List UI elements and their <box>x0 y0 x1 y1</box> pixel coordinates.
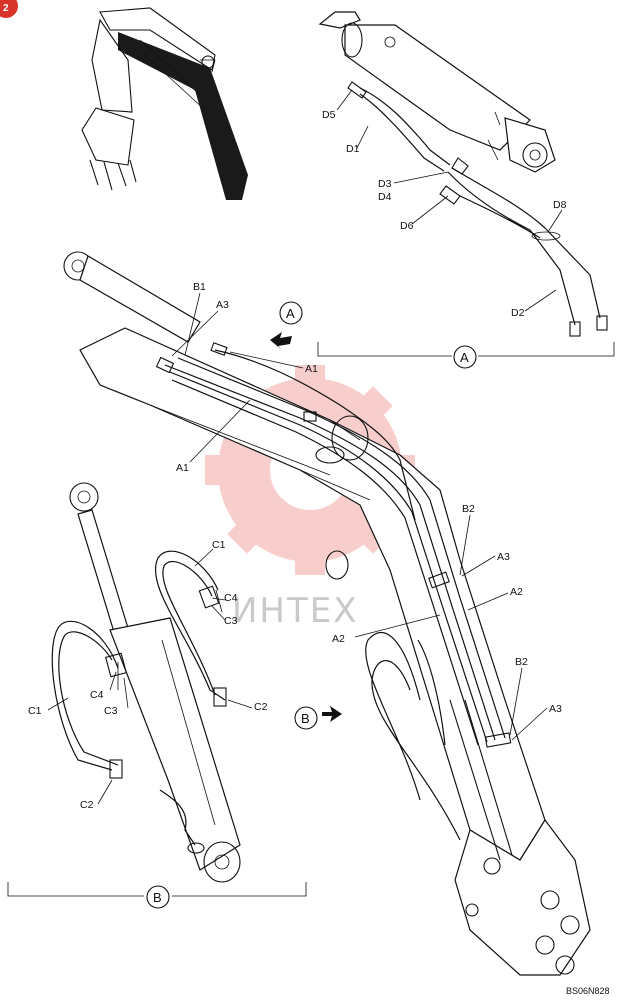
watermark-text: ИНТЕХ <box>232 591 359 631</box>
svg-text:A: A <box>460 350 469 365</box>
drawing-code: BS06N828 <box>566 986 610 996</box>
label-d8: D8 <box>553 199 567 211</box>
label-a1-lower: A1 <box>176 462 189 474</box>
label-a3-top: A3 <box>216 299 229 311</box>
label-d6: D6 <box>400 220 414 232</box>
label-c3-left: C3 <box>104 705 118 717</box>
svg-text:2: 2 <box>3 3 9 14</box>
label-d3: D3 <box>378 178 392 190</box>
label-c4-left: C4 <box>90 689 104 701</box>
excavator-arm-thumbnail <box>81 7 248 200</box>
view-a-arrow: A <box>270 301 303 350</box>
label-c2-right: C2 <box>254 701 268 713</box>
label-a1-upper: A1 <box>305 363 318 375</box>
label-a2-right: A2 <box>510 586 523 598</box>
label-c1-left: C1 <box>28 705 42 717</box>
label-a2-left: A2 <box>332 633 345 645</box>
label-c2-left: C2 <box>80 799 94 811</box>
page-badge: 2 <box>0 0 18 18</box>
label-d1: D1 <box>346 143 360 155</box>
label-d4: D4 <box>378 191 392 203</box>
label-b2-mid: B2 <box>462 503 475 515</box>
label-c1-top: C1 <box>212 539 226 551</box>
label-a3-mid: A3 <box>497 551 510 563</box>
view-b-cylinder-detail <box>7 482 307 897</box>
svg-text:B: B <box>153 890 162 905</box>
main-leaders <box>171 292 548 741</box>
label-c3-right: C3 <box>224 615 238 627</box>
label-c4-right: C4 <box>224 592 238 604</box>
svg-text:A: A <box>286 306 295 321</box>
label-b1: B1 <box>193 281 206 293</box>
label-d2: D2 <box>511 307 525 319</box>
boom-assembly <box>63 251 591 976</box>
view-a-section-marker: A <box>453 345 477 369</box>
label-b2-low: B2 <box>515 656 528 668</box>
view-a-cylinder-detail <box>317 11 615 357</box>
svg-text:B: B <box>301 711 310 726</box>
label-d5: D5 <box>322 109 336 121</box>
view-b-section-marker: B <box>146 885 170 909</box>
label-a3-low: A3 <box>549 703 562 715</box>
view-b-arrow: B <box>294 706 342 730</box>
